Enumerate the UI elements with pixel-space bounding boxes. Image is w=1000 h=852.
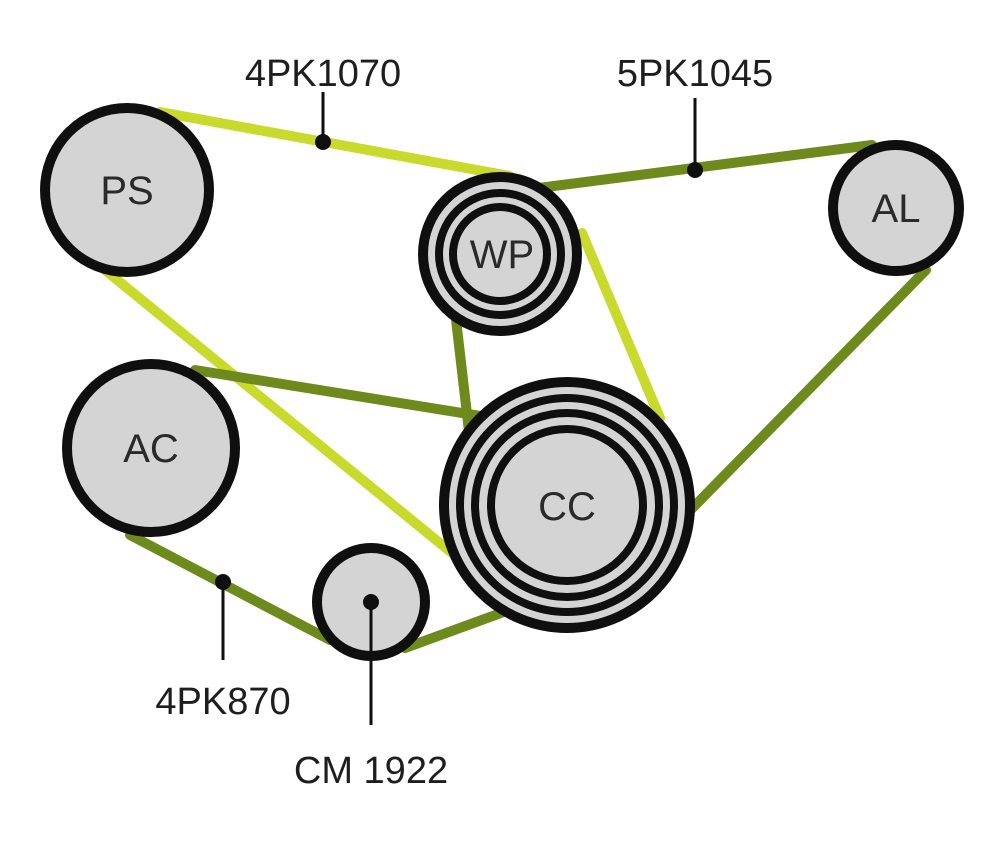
pulley-ac-body: [62, 359, 240, 537]
callout-4pk870: 4PK870: [155, 574, 291, 723]
callout-cm1922: CM 1922: [294, 594, 448, 792]
pulley-ps-label: PS: [100, 169, 153, 213]
belt-4pk1070-ps-cc: [100, 265, 457, 558]
callout-5pk1045: 5PK1045: [617, 53, 773, 178]
pulley-al: AL: [828, 140, 964, 276]
pulley-ps: PS: [40, 103, 214, 277]
pulley-wp-inner-ring: [449, 203, 551, 305]
belt-5pk1045-wp-al: [495, 140, 877, 198]
pulley-wp-label: WP: [470, 233, 534, 277]
callout-4pk870-dot: [215, 574, 231, 590]
pulley-al-label: AL: [872, 187, 921, 231]
belt-4pk870-ac-idler: [125, 530, 335, 645]
callout-4pk870-label: 4PK870: [155, 681, 290, 723]
belt-4pk1070-ps-wp: [155, 107, 515, 181]
pulley-cc-ring-4: [487, 425, 647, 585]
pulley-ac: AC: [62, 359, 240, 537]
callout-cm1922-dot: [363, 594, 379, 610]
belt-4pk1070-wp-cc: [577, 228, 665, 423]
pulley-ps-body: [40, 103, 214, 277]
pulley-cc: CC: [439, 377, 695, 633]
callout-5pk1045-dot: [687, 162, 703, 178]
callout-cm1922-label: CM 1922: [294, 750, 448, 792]
callout-5pk1045-label: 5PK1045: [617, 53, 773, 95]
pulley-cc-label: CC: [538, 485, 596, 529]
pulley-al-body: [828, 140, 964, 276]
callout-4pk1070-label: 4PK1070: [245, 53, 401, 95]
belt-5pk1045-al-cc: [663, 265, 931, 538]
pulley-ac-label: AC: [123, 427, 179, 471]
callout-4pk1070-dot: [315, 134, 331, 150]
callout-4pk1070: 4PK1070: [245, 53, 401, 150]
pulley-wp: WP: [418, 172, 582, 336]
belt-4pk1070: [100, 107, 665, 558]
